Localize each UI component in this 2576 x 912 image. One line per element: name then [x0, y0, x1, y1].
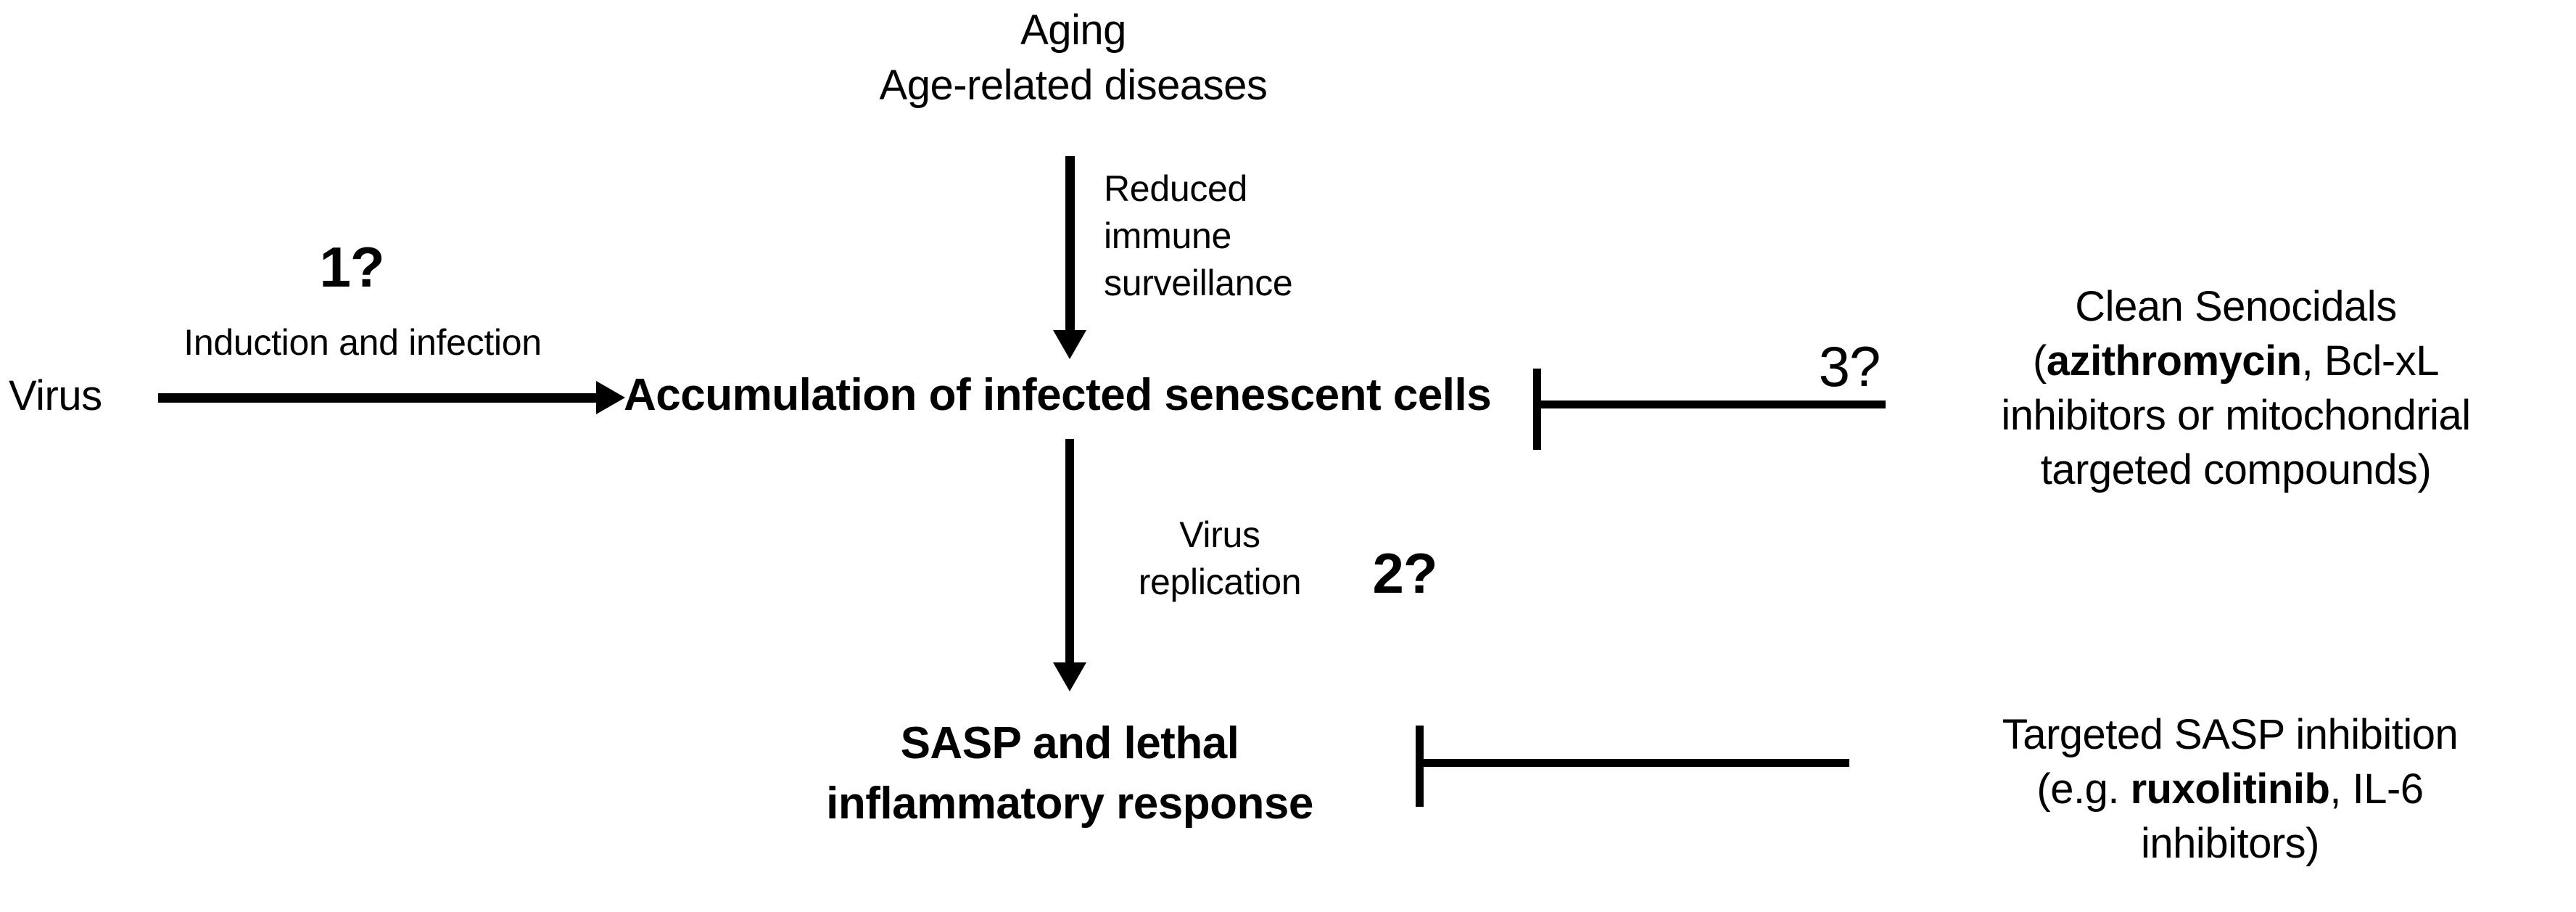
arrow-right-shaft	[158, 393, 600, 403]
senocidals-line2-suffix: , Bcl-xL	[2301, 337, 2440, 385]
node-accumulation-infected-senescent-cells: Accumulation of infected senescent cells	[624, 370, 1492, 420]
arrow-right-icon	[596, 381, 625, 414]
drug-ruxolitinib: ruxolitinib	[2130, 765, 2330, 813]
node-age-related-diseases: Age-related diseases	[879, 62, 1268, 109]
treatment-sasp-inhibition-line3: inhibitors)	[2141, 820, 2319, 867]
question-marker-2: 2?	[1372, 541, 1437, 605]
arrow-down-replication-shaft	[1065, 439, 1074, 670]
question-marker-1: 1?	[319, 235, 384, 299]
treatment-senocidals-line3: inhibitors or mitochondrial	[2001, 392, 2471, 439]
node-sasp-line2: inflammatory response	[826, 779, 1313, 829]
treatment-senocidals-line4: targeted compounds)	[2040, 446, 2432, 493]
arrow-down-icon-immune	[1053, 330, 1086, 359]
edge-label-induction-and-infection: Induction and infection	[183, 322, 542, 363]
treatment-senocidals-line2: (azithromycin, Bcl-xL	[1899, 334, 2573, 388]
inhibition-bar-icon-sasp-line	[1416, 759, 1849, 767]
node-sasp-line1: SASP and lethal	[900, 718, 1239, 768]
node-aging: Aging	[1020, 7, 1126, 54]
edge-label-virus-replication: Virus replication	[1138, 514, 1302, 602]
inhibition-bar-icon-senocidals-tick	[1533, 369, 1541, 450]
drug-azithromycin: azithromycin	[2046, 337, 2302, 385]
treatment-sasp-inhibition-line2: (e.g. ruxolitinib, IL-6	[1886, 762, 2575, 816]
treatment-senocidals-title: Clean Senocidals	[2075, 283, 2397, 330]
sasp-line2-suffix: , IL-6	[2329, 765, 2424, 813]
node-virus: Virus	[9, 372, 102, 419]
treatment-sasp-inhibition-title: Targeted SASP inhibition	[2002, 711, 2459, 758]
senocidals-paren-open: (	[2033, 337, 2047, 385]
arrow-down-icon-replication	[1053, 662, 1086, 691]
arrow-down-immune-shaft	[1065, 156, 1075, 337]
question-marker-3: 3?	[1818, 334, 1881, 398]
edge-label-reduced-immune-surveillance: Reduced immune surveillance	[1104, 168, 1293, 303]
inhibition-bar-icon-senocidals-line	[1533, 400, 1886, 408]
sasp-paren-open: (e.g.	[2036, 765, 2131, 813]
